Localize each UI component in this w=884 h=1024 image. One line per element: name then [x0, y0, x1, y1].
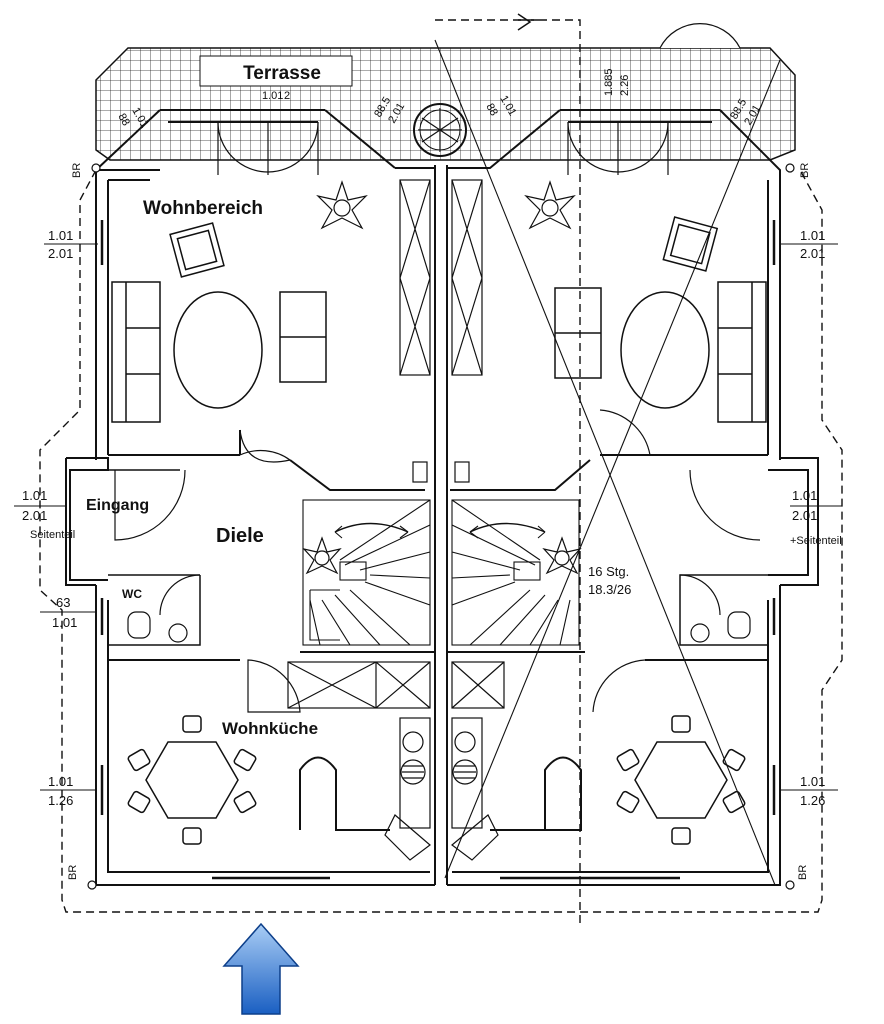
living-area-label: Wohnbereich	[143, 198, 263, 219]
dim-right-entry-2: 2.01	[792, 508, 817, 523]
dim-terrace-right-a: 1.885	[603, 68, 615, 96]
doors	[114, 409, 761, 713]
dining-table-left	[127, 715, 257, 845]
wc-label: WC	[122, 587, 142, 601]
dim-terrace-top-1: 1.01	[262, 90, 283, 102]
corner-mark-3: BR	[67, 865, 79, 880]
dim-left-entry-note: Seitenteil	[30, 529, 75, 541]
dim-left-wc-1: 63	[56, 595, 70, 610]
wc-fixtures	[127, 611, 751, 643]
corner-mark-2: BR	[799, 163, 811, 178]
dim-right-kitchen-1: 1.01	[800, 774, 825, 789]
dim-left-top-2: 2.01	[48, 246, 73, 261]
terrace-doors-left	[217, 121, 319, 175]
staircase-left	[302, 499, 431, 646]
kitchen-label: Wohnküche	[222, 719, 318, 738]
corner-circles	[87, 163, 795, 890]
property-outline	[39, 19, 843, 925]
dim-right-top-1: 1.01	[800, 228, 825, 243]
dim-left-kitchen-1: 1.01	[48, 774, 73, 789]
walls	[65, 109, 819, 886]
wardrobes	[399, 179, 483, 483]
dining-table-right	[616, 715, 746, 845]
stairs-count-label: 16 Stg.	[588, 564, 629, 579]
stairs-ratio-label: 18.3/26	[588, 582, 631, 597]
dim-left-wc-2: 1.01	[52, 615, 77, 630]
entrance-arrow-icon	[222, 922, 300, 1015]
dim-terrace-3b: 88	[483, 102, 500, 119]
living-furniture-right	[554, 216, 767, 423]
hall-label: Diele	[216, 525, 264, 547]
dim-terrace-2b: 88	[115, 112, 132, 129]
dim-right-entry-1: 1.01	[792, 488, 817, 503]
entrance-label: Eingang	[86, 497, 149, 514]
dim-right-top-2: 2.01	[800, 246, 825, 261]
dim-left-kitchen-2: 1.26	[48, 793, 73, 808]
dim-right-kitchen-2: 1.26	[800, 793, 825, 808]
dim-right-entry-note: +Seitenteil	[790, 535, 842, 547]
dim-left-entry-2: 2.01	[22, 508, 47, 523]
construction-lines	[434, 39, 781, 886]
dim-left-top-1: 1.01	[48, 228, 73, 243]
dim-left-entry-1: 1.01	[22, 488, 47, 503]
terrace-label: Terrasse	[243, 63, 321, 84]
terrace-plant-icon	[413, 103, 467, 157]
dimension-lines	[14, 243, 842, 791]
living-furniture-left	[111, 222, 327, 423]
corner-mark-4: BR	[797, 865, 809, 880]
plant-icon	[302, 180, 582, 575]
corner-mark-1: BR	[71, 163, 83, 178]
dim-terrace-right-b: 2.26	[619, 75, 631, 96]
staircase-right	[451, 499, 580, 646]
terrace-doors-right	[567, 121, 669, 175]
window-markers	[100, 220, 776, 880]
dim-terrace-top-2: 2	[284, 90, 290, 102]
kitchen-cabinets	[287, 661, 505, 861]
